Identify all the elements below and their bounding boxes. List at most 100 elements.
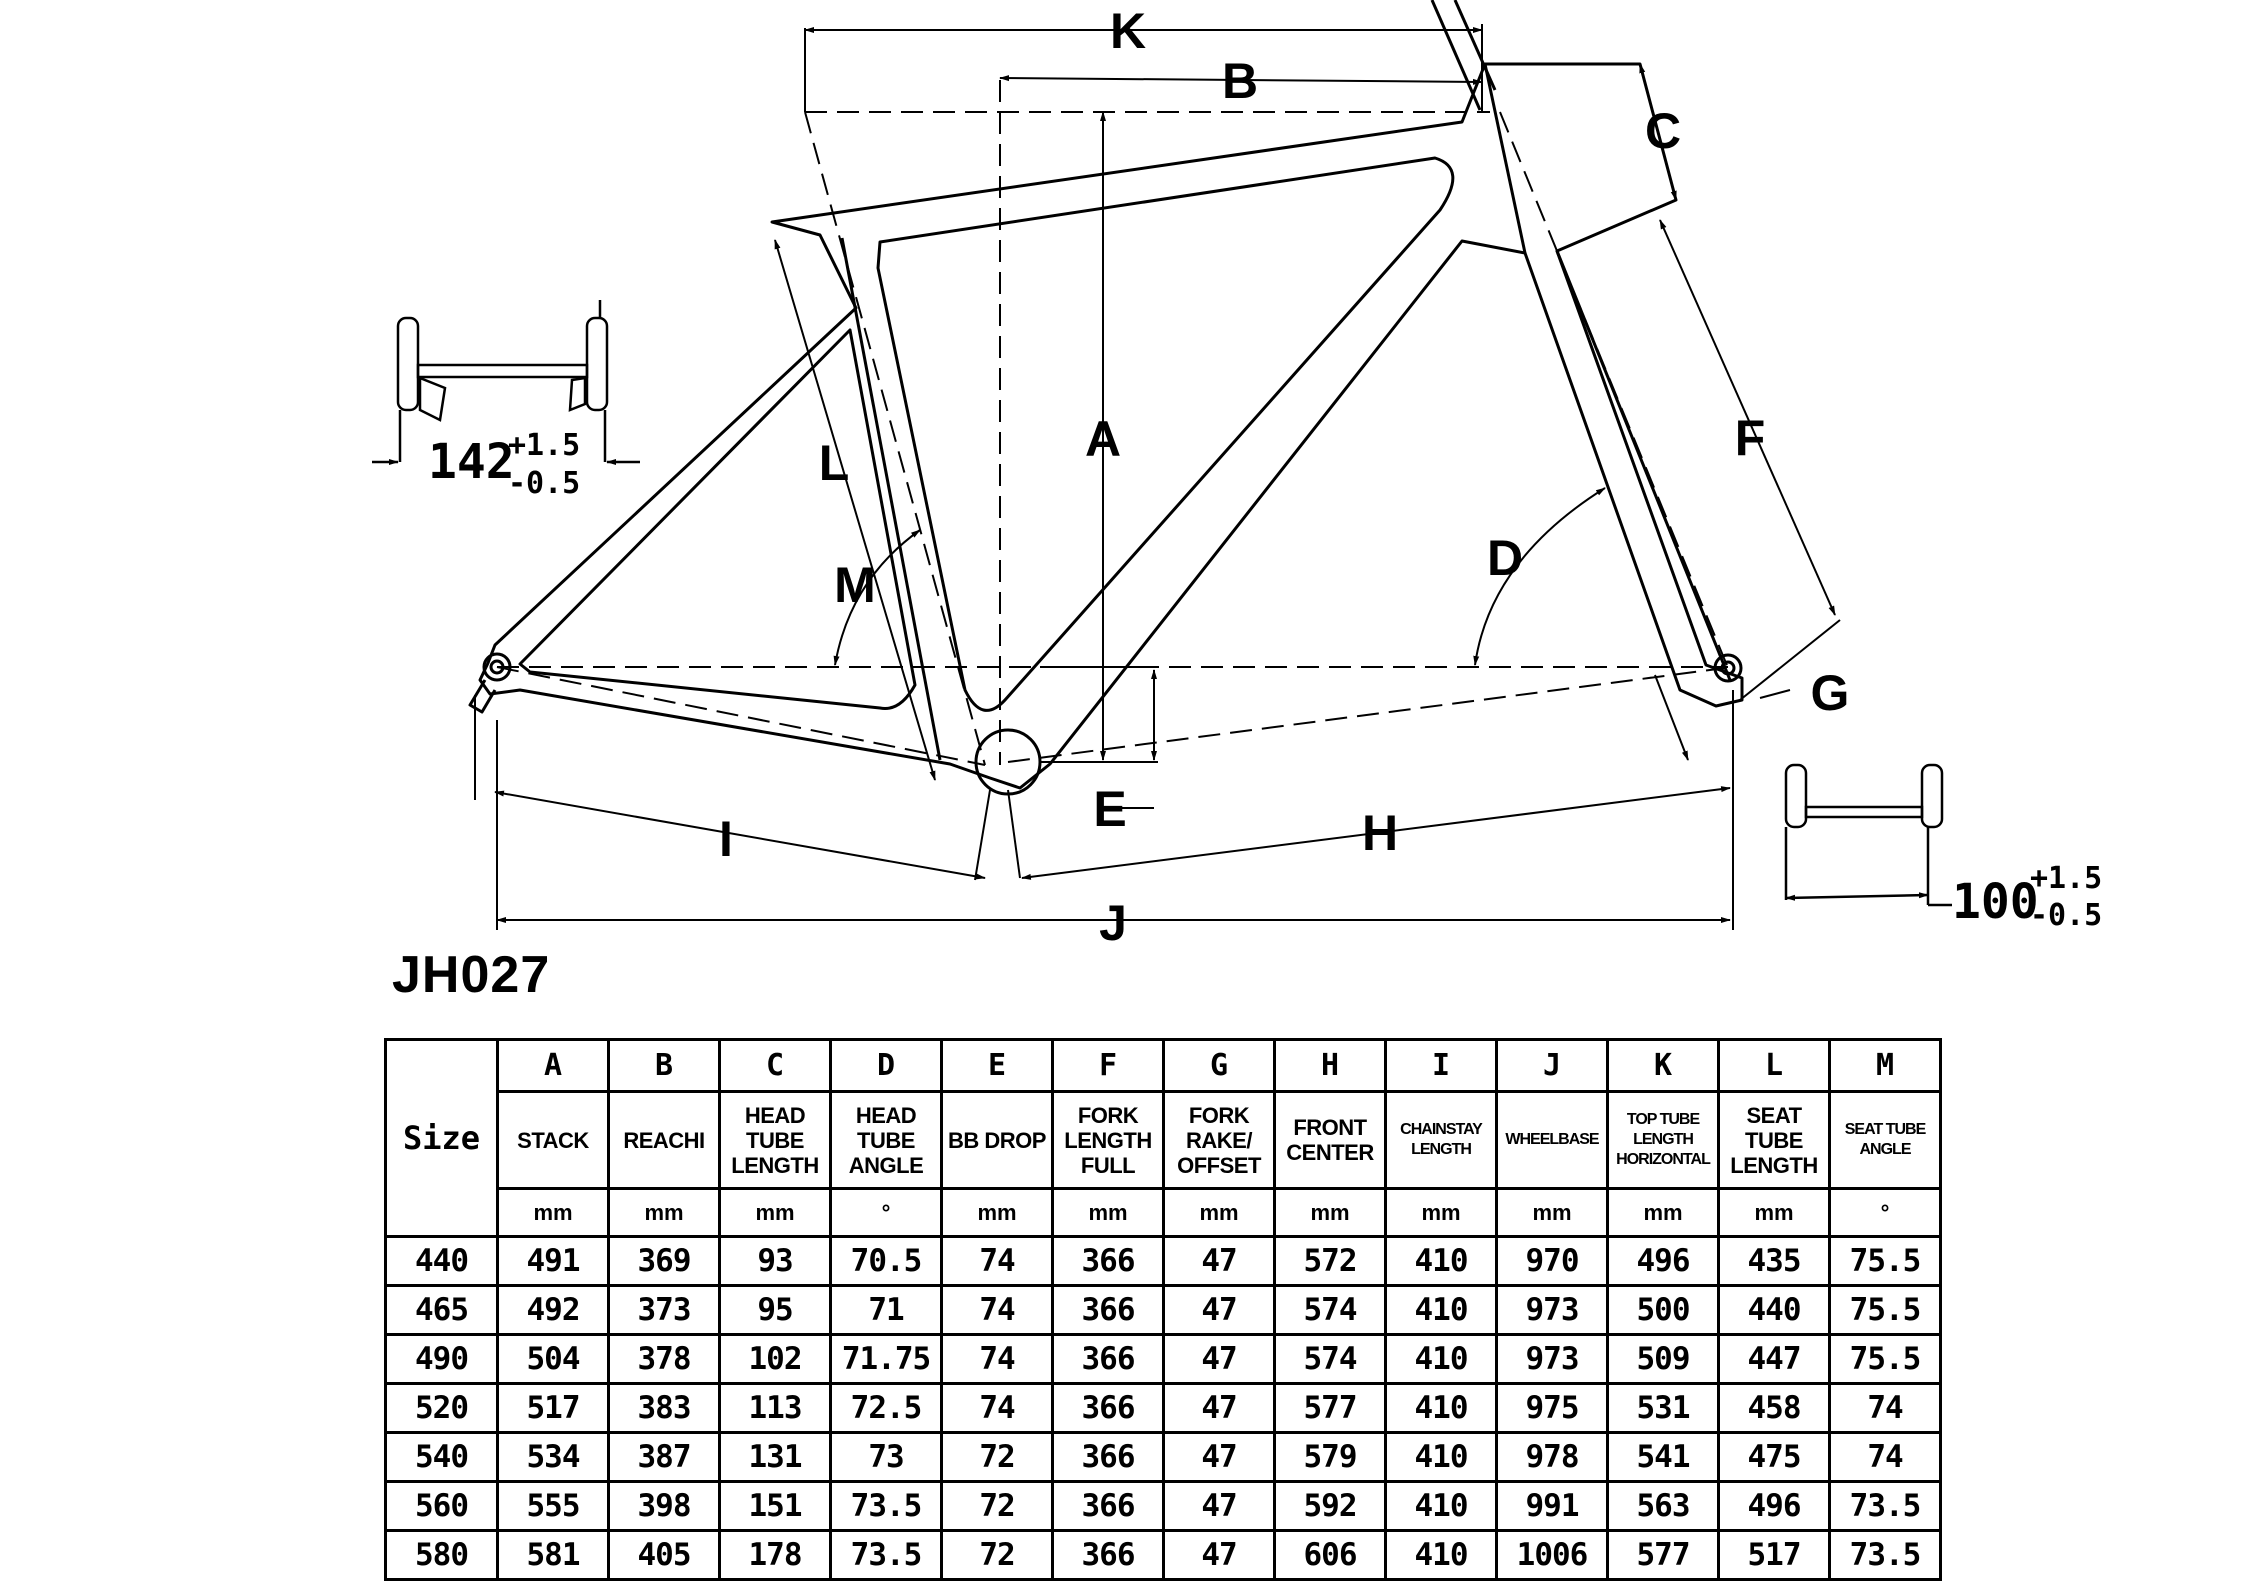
- value-cell: 93: [718, 1235, 832, 1287]
- size-cell: 580: [384, 1529, 499, 1581]
- rear-derailleur-hanger: [468, 679, 497, 714]
- value-cell: 504: [496, 1333, 610, 1385]
- value-cell: 73.5: [829, 1529, 943, 1581]
- value-cell: 517: [1717, 1529, 1831, 1581]
- value-cell: 73: [829, 1431, 943, 1483]
- rear-axle-detail: [372, 300, 640, 465]
- value-cell: 574: [1273, 1333, 1387, 1385]
- value-cell: 75.5: [1828, 1333, 1942, 1385]
- value-cell: 70.5: [829, 1235, 943, 1287]
- size-cell: 540: [384, 1431, 499, 1483]
- value-cell: 531: [1606, 1382, 1720, 1434]
- value-cell: 73.5: [829, 1480, 943, 1532]
- value-cell: 151: [718, 1480, 832, 1532]
- front-axle-tol-minus: -0.5: [2030, 898, 2102, 933]
- value-cell: 71.75: [829, 1333, 943, 1385]
- column-unit: mm: [940, 1187, 1054, 1238]
- value-cell: 378: [607, 1333, 721, 1385]
- value-cell: 410: [1384, 1480, 1498, 1532]
- value-cell: 113: [718, 1382, 832, 1434]
- value-cell: 178: [718, 1529, 832, 1581]
- value-cell: 72: [940, 1480, 1054, 1532]
- value-cell: 383: [607, 1382, 721, 1434]
- label-J: J: [1099, 895, 1127, 951]
- label-M: M: [834, 557, 876, 613]
- column-unit: mm: [1384, 1187, 1498, 1238]
- value-cell: 978: [1495, 1431, 1609, 1483]
- value-cell: 410: [1384, 1284, 1498, 1336]
- value-cell: 579: [1273, 1431, 1387, 1483]
- dimension-labels: K B C A F L M D G E I H J: [719, 3, 1849, 951]
- frame-outline: [468, 0, 1744, 796]
- rear-axle-tol-plus: +1.5: [508, 428, 580, 463]
- column-letter: L: [1717, 1038, 1831, 1093]
- label-C: C: [1645, 103, 1681, 159]
- column-name: SEAT TUBE LENGTH: [1717, 1090, 1831, 1190]
- label-B: B: [1222, 53, 1258, 109]
- column-name: STACK: [496, 1090, 610, 1190]
- value-cell: 74: [940, 1333, 1054, 1385]
- column-unit: °: [829, 1187, 943, 1238]
- value-cell: 366: [1051, 1480, 1165, 1532]
- value-cell: 47: [1162, 1333, 1276, 1385]
- column-letter: M: [1828, 1038, 1942, 1093]
- front-axle-detail: [1784, 763, 1952, 907]
- fork-edge: [1555, 250, 1732, 681]
- label-G: G: [1811, 665, 1850, 721]
- value-cell: 447: [1717, 1333, 1831, 1385]
- column-unit: mm: [607, 1187, 721, 1238]
- head-tube-edge: [1483, 63, 1527, 254]
- value-cell: 366: [1051, 1529, 1165, 1581]
- value-cell: 435: [1717, 1235, 1831, 1287]
- value-cell: 47: [1162, 1235, 1276, 1287]
- column-unit: mm: [1495, 1187, 1609, 1238]
- front-axle-dimension: 100 +1.5 -0.5: [1952, 861, 2102, 933]
- front-axle-width: 100: [1952, 874, 2039, 930]
- label-A: A: [1085, 411, 1121, 467]
- value-cell: 574: [1273, 1284, 1387, 1336]
- column-letter: H: [1273, 1038, 1387, 1093]
- value-cell: 366: [1051, 1382, 1165, 1434]
- label-K: K: [1110, 3, 1146, 59]
- dimension-lines: [474, 24, 1841, 930]
- size-cell: 465: [384, 1284, 499, 1336]
- value-cell: 72.5: [829, 1382, 943, 1434]
- value-cell: 555: [496, 1480, 610, 1532]
- value-cell: 47: [1162, 1431, 1276, 1483]
- value-cell: 581: [496, 1529, 610, 1581]
- value-cell: 74: [1828, 1382, 1942, 1434]
- value-cell: 475: [1717, 1431, 1831, 1483]
- rear-axle-dimension: 142 +1.5 -0.5: [428, 428, 580, 501]
- column-name: FORK LENGTH FULL: [1051, 1090, 1165, 1190]
- rear-triangle-inner: [518, 328, 917, 711]
- size-cell: 520: [384, 1382, 499, 1434]
- size-cell: 560: [384, 1480, 499, 1532]
- seatpost-line-1: [1430, 0, 1482, 111]
- value-cell: 410: [1384, 1382, 1498, 1434]
- value-cell: 410: [1384, 1235, 1498, 1287]
- value-cell: 440: [1717, 1284, 1831, 1336]
- column-unit: mm: [1606, 1187, 1720, 1238]
- frame-geometry-drawing: K B C A F L M D G E I H J 142 +1.5 -0.5: [372, 0, 2102, 951]
- value-cell: 47: [1162, 1382, 1276, 1434]
- chainstay-centerline: [496, 666, 986, 766]
- value-cell: 991: [1495, 1480, 1609, 1532]
- value-cell: 410: [1384, 1529, 1498, 1581]
- value-cell: 366: [1051, 1284, 1165, 1336]
- label-H: H: [1362, 805, 1398, 861]
- column-name: FRONT CENTER: [1273, 1090, 1387, 1190]
- value-cell: 496: [1717, 1480, 1831, 1532]
- model-title: JH027: [392, 946, 551, 1004]
- size-header: Size: [384, 1038, 499, 1238]
- value-cell: 47: [1162, 1529, 1276, 1581]
- value-cell: 405: [607, 1529, 721, 1581]
- column-letter: K: [1606, 1038, 1720, 1093]
- column-name: FORK RAKE/ OFFSET: [1162, 1090, 1276, 1190]
- front-center-line: [1007, 667, 1726, 763]
